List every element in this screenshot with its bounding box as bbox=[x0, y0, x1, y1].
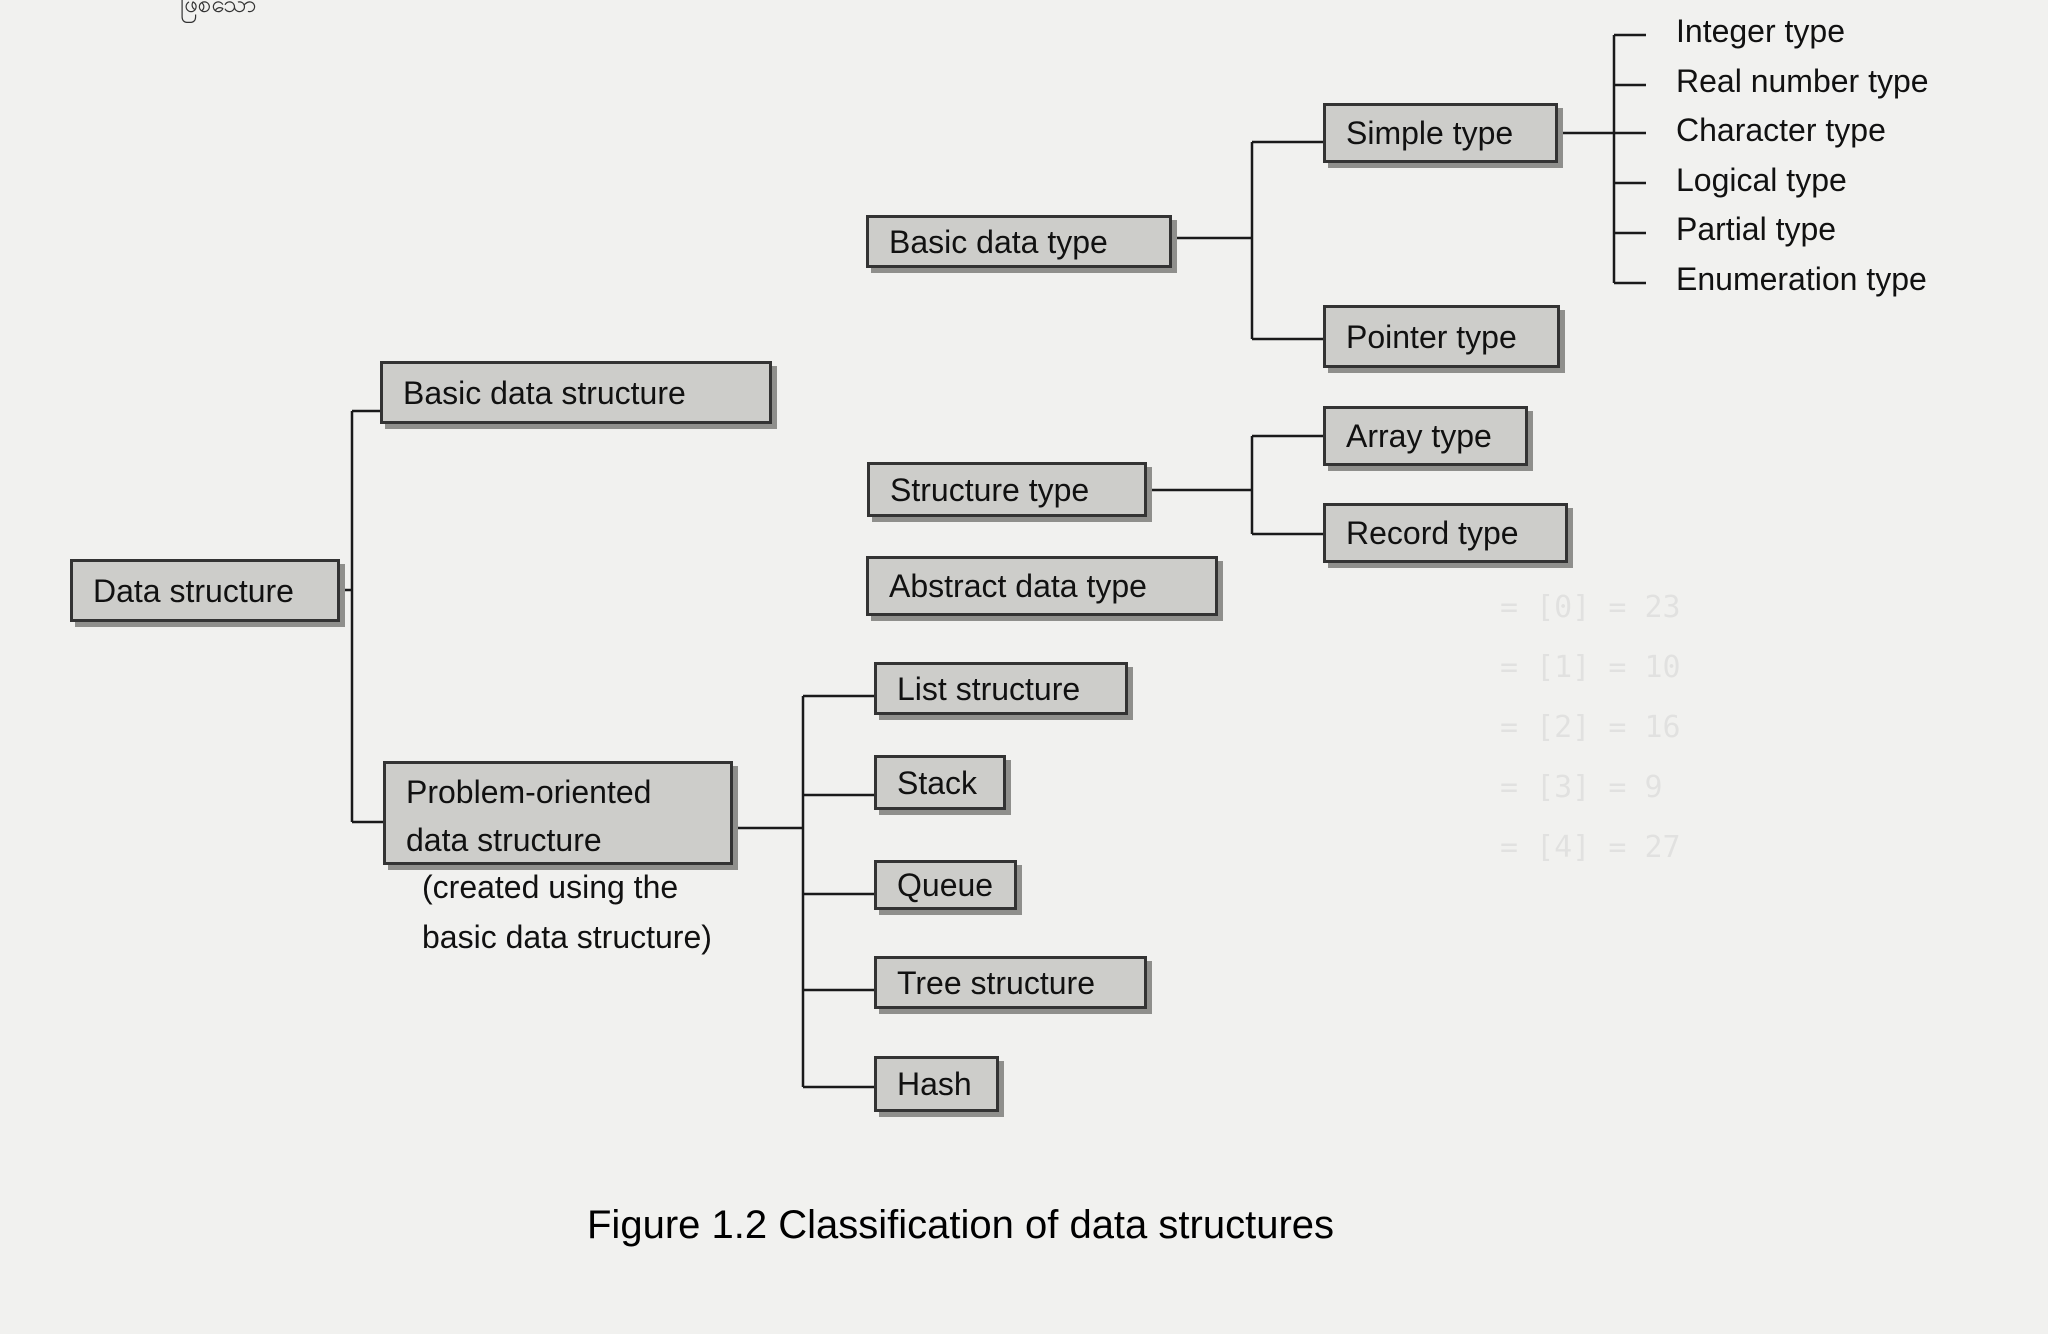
simple-subtype-partial: Partial type bbox=[1676, 211, 1837, 247]
basic-data-type-node: Basic data type bbox=[866, 215, 1172, 268]
queue-node: Queue bbox=[874, 860, 1017, 910]
problem-oriented-note: (created using the basic data structure) bbox=[422, 862, 712, 962]
show-through-text: = [4] = 27 bbox=[1500, 830, 1681, 865]
corner-fragment: ဖြစ်သော bbox=[180, 0, 257, 18]
problem-oriented-label-line1: Problem-oriented bbox=[406, 774, 652, 810]
simple-subtype-integer: Integer type bbox=[1676, 13, 1845, 49]
data-structure-node: Data structure bbox=[70, 559, 340, 622]
simple-type-node: Simple type bbox=[1323, 103, 1558, 163]
show-through-text: = [3] = 9 bbox=[1500, 770, 1663, 805]
structure-type-node: Structure type bbox=[867, 462, 1147, 517]
abstract-data-type-node: Abstract data type bbox=[866, 556, 1218, 616]
problem-oriented-label-line2: data structure bbox=[406, 822, 602, 858]
simple-subtype-character: Character type bbox=[1676, 112, 1886, 148]
stack-node: Stack bbox=[874, 755, 1006, 810]
simple-subtype-logical: Logical type bbox=[1676, 162, 1847, 198]
problem-oriented-note-line1: (created using the bbox=[422, 869, 679, 905]
simple-subtype-real-number: Real number type bbox=[1676, 63, 1929, 99]
figure-caption: Figure 1.2 Classification of data struct… bbox=[587, 1203, 1335, 1247]
record-type-node: Record type bbox=[1323, 503, 1568, 563]
hash-node: Hash bbox=[874, 1056, 999, 1112]
simple-subtype-enumeration: Enumeration type bbox=[1676, 261, 1927, 297]
show-through-text: = [1] = 10 bbox=[1500, 650, 1681, 685]
array-type-node: Array type bbox=[1323, 406, 1528, 466]
show-through-text: = [0] = 23 bbox=[1500, 590, 1681, 625]
tree-structure-node: Tree structure bbox=[874, 956, 1147, 1009]
problem-oriented-data-structure-node: Problem-oriented data structure bbox=[383, 761, 733, 865]
list-structure-node: List structure bbox=[874, 662, 1128, 715]
basic-data-structure-node: Basic data structure bbox=[380, 361, 772, 424]
problem-oriented-note-line2: basic data structure) bbox=[422, 919, 712, 955]
show-through-text: = [2] = 16 bbox=[1500, 710, 1681, 745]
pointer-type-node: Pointer type bbox=[1323, 305, 1560, 368]
